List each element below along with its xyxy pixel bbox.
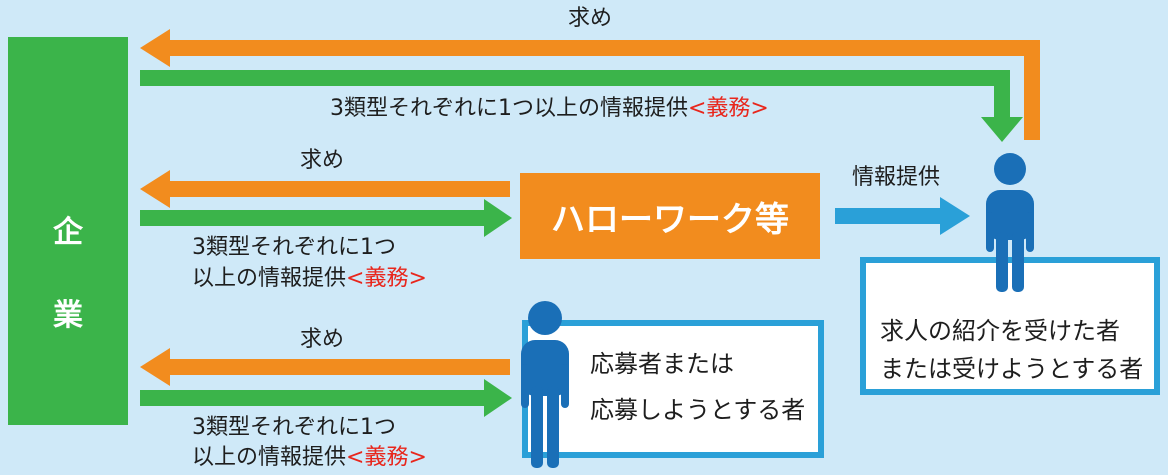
bottom-provide-text: 以上の情報提供 (192, 445, 347, 470)
mid-duty-label: <義務> (346, 266, 427, 291)
referred-box-line1: 求人の紹介を受けた者 (880, 317, 1120, 345)
hello-work-label: ハローワーク等 (551, 199, 789, 240)
top-request-arrow (140, 29, 1040, 140)
mid-provide-line1: 3類型それぞれに1つ (192, 235, 396, 260)
mid-provide-text: 以上の情報提供 (192, 266, 347, 291)
applicant-person-icon (521, 301, 569, 468)
top-duty-label: <義務> (688, 96, 769, 121)
bottom-provide-arrow (140, 379, 512, 417)
info-provide-arrow (835, 197, 970, 235)
person-icon (986, 153, 1034, 292)
applicant-box: 応募者または 応募しようとする者 (522, 320, 824, 458)
top-provide-arrow (140, 70, 1023, 142)
top-provide-text: 3類型それぞれに1つ以上の情報提供 (330, 96, 688, 121)
applicant-box-line1: 応募者または (590, 350, 734, 378)
top-provide-label: 3類型それぞれに1つ以上の情報提供<義務> (330, 94, 769, 124)
company-block: 企 業 (8, 37, 128, 425)
bottom-duty-label: <義務> (346, 445, 427, 470)
referred-person-box: 求人の紹介を受けた者 または受けようとする者 (860, 257, 1160, 395)
company-char-1: 企 (53, 215, 83, 250)
applicant-box-line2: 応募しようとする者 (590, 396, 806, 424)
bottom-request-label: 求め (300, 327, 345, 352)
referred-box-line2: または受けようとする者 (880, 355, 1144, 383)
bottom-provide-line2: 以上の情報提供<義務> (192, 443, 427, 473)
bottom-request-arrow (140, 348, 510, 386)
company-char-2: 業 (53, 298, 83, 333)
top-request-label: 求め (568, 6, 613, 31)
mid-request-label: 求め (300, 148, 345, 173)
mid-request-arrow (140, 170, 510, 208)
mid-provide-arrow (140, 199, 512, 237)
hello-work-block: ハローワーク等 (520, 173, 820, 259)
info-provide-label: 情報提供 (852, 165, 941, 190)
bottom-provide-line1: 3類型それぞれに1つ (192, 415, 396, 440)
mid-provide-line2: 以上の情報提供<義務> (192, 264, 427, 294)
